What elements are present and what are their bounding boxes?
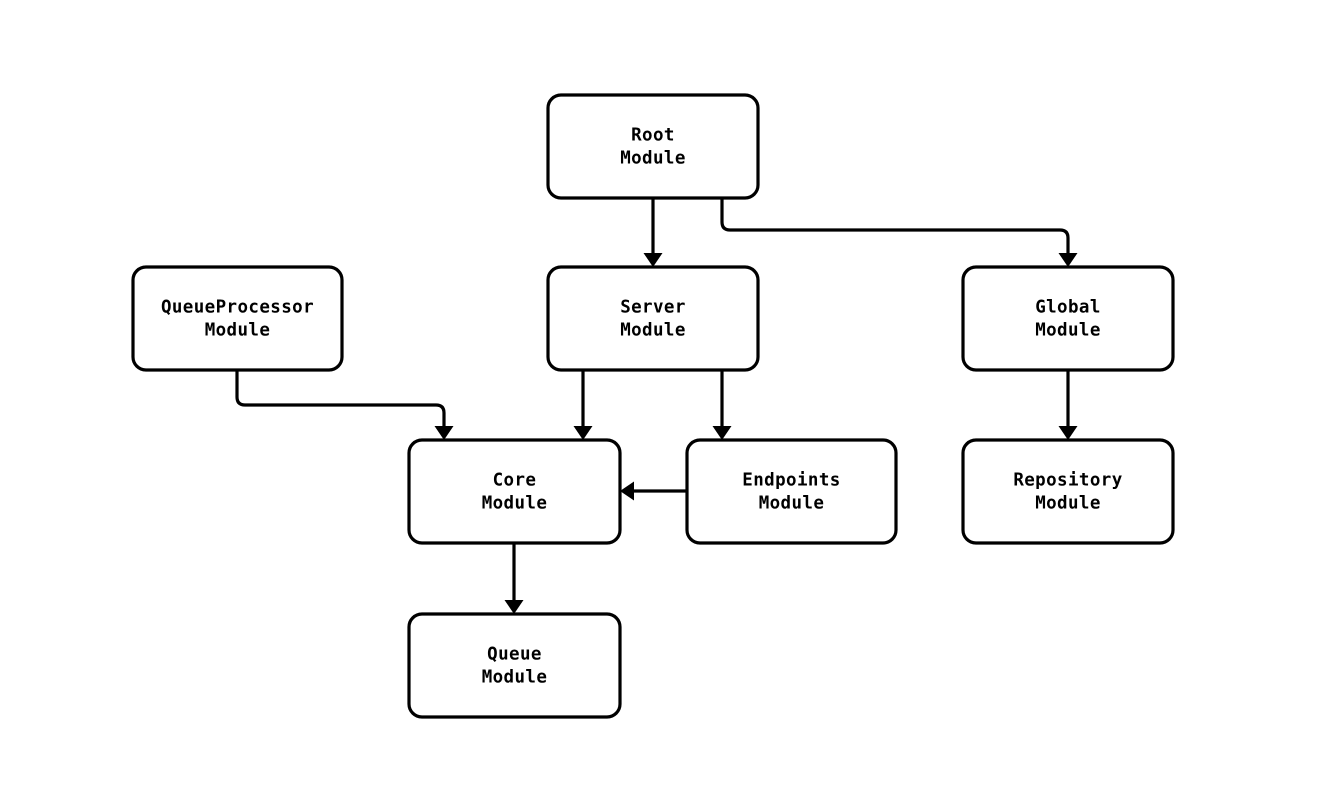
core-module-node-box[interactable] xyxy=(407,438,622,545)
root-module-node-label-line1: Root xyxy=(631,126,675,146)
core-module-node-label-line1: Core xyxy=(493,471,537,491)
queueprocessor-module-node-label-line1: QueueProcessor xyxy=(161,298,314,318)
queue-module-node-label-line1: Queue xyxy=(487,645,542,665)
queueprocessor-module-node-label-line2: Module xyxy=(205,321,271,341)
edge-root-to-global xyxy=(720,198,1078,267)
queue-module-node-box[interactable] xyxy=(407,612,622,719)
global-module-node-box[interactable] xyxy=(961,265,1175,372)
endpoints-module-node-label-line1: Endpoints xyxy=(742,471,840,491)
queue-module-node-label-line2: Module xyxy=(482,668,548,688)
server-module-node-label-line2: Module xyxy=(620,321,686,341)
edge-server-to-endpoints xyxy=(712,370,732,440)
edge-root-to-global-arrowhead-icon xyxy=(1058,253,1078,267)
global-module-node-label-line2: Module xyxy=(1035,321,1101,341)
queueprocessor-module-node-box[interactable] xyxy=(131,265,344,372)
repository-module-node-box[interactable] xyxy=(961,438,1175,545)
edge-server-to-endpoints-arrowhead-icon xyxy=(712,426,732,440)
endpoints-module-node-label-line2: Module xyxy=(759,494,825,514)
edges-layer xyxy=(235,198,1078,614)
root-module-node-label-line2: Module xyxy=(620,149,686,169)
edge-queueprocessor-to-core-arrowhead-icon xyxy=(434,426,454,440)
server-module-node-box[interactable] xyxy=(546,265,760,372)
edge-server-to-core xyxy=(573,370,593,440)
edge-server-to-core-arrowhead-icon xyxy=(573,426,593,440)
server-module-node-label-line1: Server xyxy=(620,298,686,318)
edge-queueprocessor-to-core-line xyxy=(235,370,446,426)
edge-endpoints-to-core-arrowhead-icon xyxy=(620,481,634,501)
global-module-node-label-line1: Global xyxy=(1035,298,1101,318)
edge-root-to-server xyxy=(643,198,663,267)
edge-global-to-repository-arrowhead-icon xyxy=(1058,426,1078,440)
repository-module-node-label-line2: Module xyxy=(1035,494,1101,514)
edge-root-to-global-line xyxy=(720,198,1070,253)
edge-queueprocessor-to-core xyxy=(235,370,454,440)
endpoints-module-node-box[interactable] xyxy=(685,438,898,545)
edge-global-to-repository xyxy=(1058,370,1078,440)
nodes-layer: RootModuleQueueProcessorModuleServerModu… xyxy=(131,93,1175,719)
core-module-node-label-line2: Module xyxy=(482,494,548,514)
edge-core-to-queue xyxy=(504,543,524,614)
edge-core-to-queue-arrowhead-icon xyxy=(504,600,524,614)
edge-root-to-server-arrowhead-icon xyxy=(643,253,663,267)
repository-module-node-label-line1: Repository xyxy=(1013,471,1122,491)
edge-endpoints-to-core xyxy=(620,481,687,501)
root-module-node-box[interactable] xyxy=(546,93,760,200)
